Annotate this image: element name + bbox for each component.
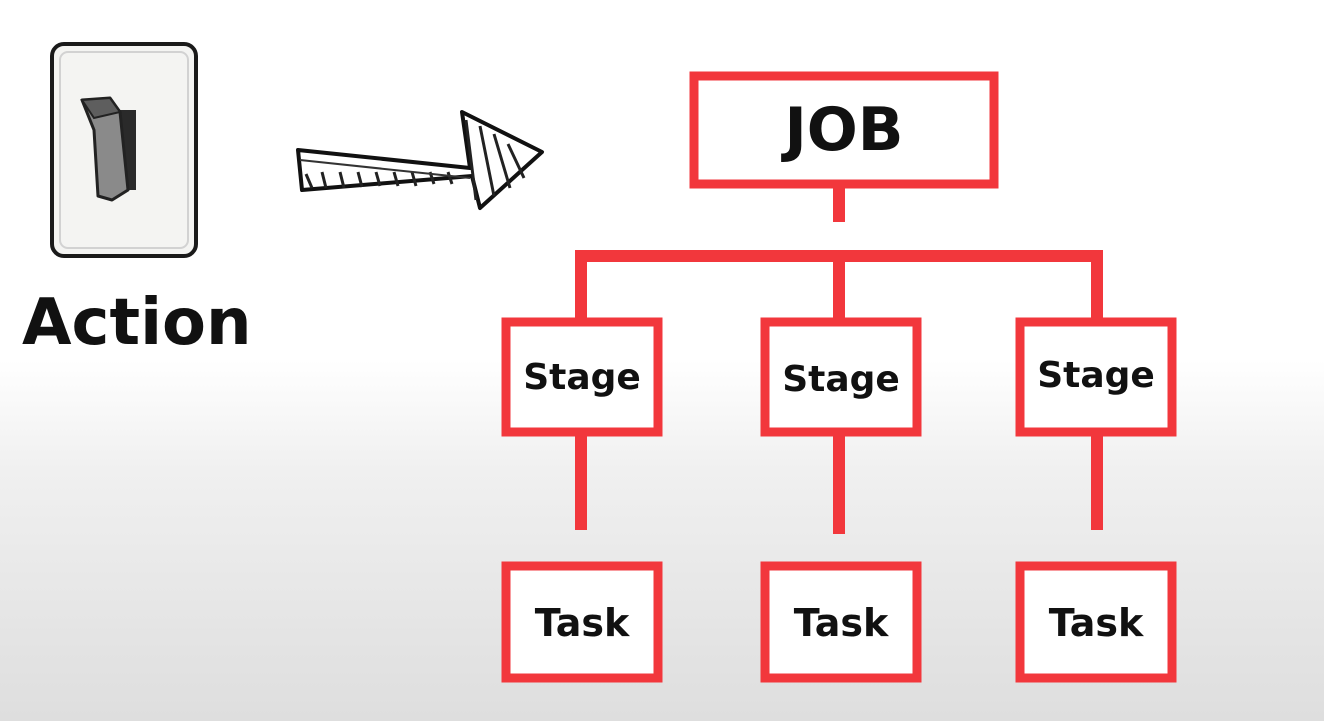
stage-3-connector: [1091, 250, 1103, 320]
task-2-connector: [833, 432, 845, 534]
stage-label-3: Stage: [1037, 355, 1155, 396]
connector-lines: [575, 184, 1103, 534]
light-switch-icon: [50, 42, 198, 258]
stage-1-connector: [575, 250, 587, 320]
task-label-2: Task: [793, 601, 889, 645]
job-box: [689, 71, 999, 189]
stage-label-1: Stage: [523, 357, 641, 398]
action-label: Action: [22, 286, 252, 360]
task-3-connector: [1091, 432, 1103, 530]
sketch-arrow-right-icon: [296, 110, 544, 210]
job-connector: [833, 184, 845, 222]
stage-box-3: [1015, 317, 1177, 437]
stage-label-2: Stage: [782, 359, 900, 400]
job-label: JOB: [784, 95, 904, 165]
task-label-1: Task: [534, 601, 630, 645]
task-box-1: [501, 561, 663, 683]
task-1-connector: [575, 432, 587, 530]
task-label-3: Task: [1048, 601, 1144, 645]
stage-box-1: [501, 317, 663, 437]
task-box-3: [1015, 561, 1177, 683]
stage-box-2: [760, 317, 922, 437]
task-box-2: [760, 561, 922, 683]
stage-2-connector: [833, 250, 845, 320]
